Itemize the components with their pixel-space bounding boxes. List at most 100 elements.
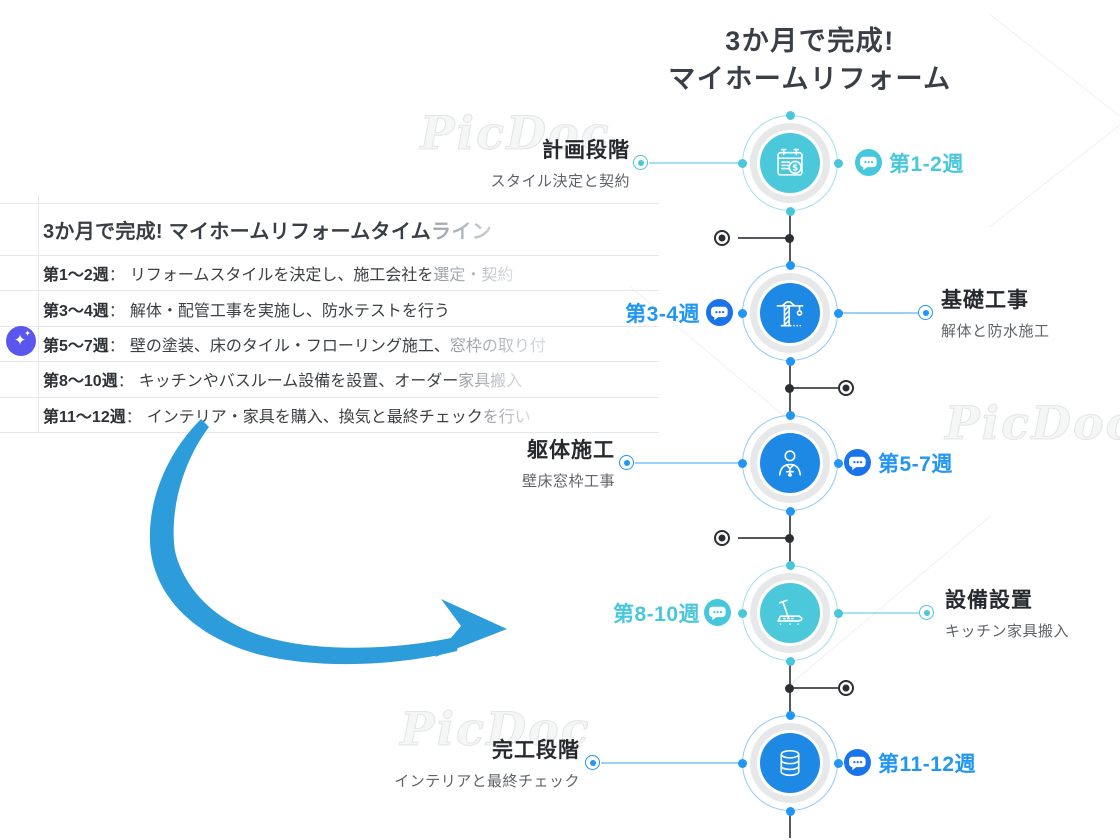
row-separator: ：	[108, 267, 125, 285]
page-title-line2: マイホームリフォーム	[668, 64, 952, 94]
row-text-faded: 家具搬入	[458, 367, 522, 391]
node-dot	[833, 608, 843, 618]
connector-endpoint	[838, 380, 854, 396]
connector-stub	[738, 237, 789, 239]
week-label-3: 第5-7週	[878, 453, 953, 476]
connector-dot	[785, 683, 794, 693]
row-text: キッチンやバスルーム設備を設置、オーダー	[138, 373, 459, 391]
watermark-diagonal-line	[989, 13, 1120, 188]
connector-stub	[791, 687, 838, 689]
panel-gutter-line	[38, 195, 39, 432]
row-week-label: 第1〜2週	[43, 267, 109, 285]
label-connector	[635, 462, 742, 464]
row-text: インテリア・家具を購入、換気と最終チェック	[146, 408, 483, 426]
sparkle-icon: ✦	[13, 331, 27, 349]
timeline-text-panel: 3か月で完成! マイホームリフォームタイムライン 第1〜2週：リフォームスタイル…	[0, 203, 659, 433]
node-dot	[785, 806, 795, 816]
node-dot	[785, 710, 795, 720]
arrow-body	[149, 419, 460, 665]
label-endpoint	[585, 755, 600, 770]
timeline-node-2[interactable]	[737, 260, 843, 366]
site-engineer-icon	[760, 433, 820, 493]
timeline-node-3[interactable]	[737, 410, 843, 516]
node-dot	[785, 506, 795, 516]
stage-desc: 解体と防水施工	[941, 323, 1050, 340]
stage-title: 基礎工事	[941, 289, 1029, 312]
speech-bubble-icon	[706, 299, 733, 326]
node-dot	[785, 110, 795, 120]
page-title: 3か月で完成! マイホームリフォーム	[620, 22, 1000, 98]
stage-desc: スタイル決定と契約	[490, 173, 630, 190]
treadmill-icon	[760, 583, 820, 643]
node-dot	[737, 458, 747, 468]
stage-label-5: 完工段階 インテリアと最終チェック	[280, 734, 580, 791]
row-separator: ：	[125, 408, 142, 426]
label-connector	[649, 162, 742, 164]
connector-endpoint	[714, 530, 730, 546]
speech-bubble-icon	[844, 449, 871, 476]
row-separator: ：	[108, 302, 125, 320]
row-week-label: 第11〜12週	[43, 408, 126, 426]
node-dot	[833, 458, 843, 468]
arrow-head	[435, 599, 507, 657]
label-endpoint	[633, 155, 648, 170]
timeline-text-row: 第3〜4週：解体・配管工事を実施し、防水テストを行う	[0, 291, 659, 327]
curved-arrow[interactable]	[125, 405, 525, 705]
node-dot	[737, 758, 747, 768]
watermark-diagonal-line	[989, 53, 1120, 228]
connector-dot	[785, 233, 794, 243]
speech-bubble-icon	[844, 749, 871, 776]
label-connector	[601, 762, 742, 764]
row-separator: ：	[117, 373, 134, 391]
stage-label-2: 基礎工事 解体と防水施工	[941, 284, 1120, 341]
sparkle-icon: ✦	[24, 329, 31, 338]
picdoc-watermark: PicDoc	[945, 396, 1120, 451]
week-label-2: 第3-4週	[625, 303, 700, 326]
label-endpoint	[919, 605, 934, 620]
panel-title-faded: ライン	[431, 215, 492, 244]
connector-dot	[785, 533, 794, 543]
week-label-4: 第8-10週	[612, 603, 700, 626]
node-dot	[785, 410, 795, 420]
row-text-faded: を行い	[483, 403, 531, 427]
timeline-connector-end	[789, 811, 791, 838]
row-text: 解体・配管工事を実施し、防水テストを行う	[129, 302, 450, 320]
connector-stub	[791, 387, 838, 389]
timeline-text-row: 第1〜2週：リフォームスタイルを決定し、施工会社を選定・契約	[0, 256, 659, 292]
stage-label-3: 躯体施工 壁床窓枠工事	[315, 434, 615, 491]
ai-assistant-button[interactable]: ✦ ✦	[6, 326, 36, 356]
node-dot	[737, 158, 747, 168]
label-connector	[839, 612, 920, 614]
stage-desc: インテリアと最終チェック	[394, 773, 580, 790]
connector-dot	[785, 383, 794, 393]
row-text-faded: 選定・契約	[433, 261, 513, 285]
row-text: リフォームスタイルを決定し、施工会社を	[129, 267, 434, 285]
node-dot	[737, 308, 747, 318]
node-dot	[785, 206, 795, 216]
node-dot	[833, 158, 843, 168]
row-week-label: 第5〜7週	[43, 337, 109, 355]
timeline-node-1[interactable]: $	[737, 110, 843, 216]
stage-desc: キッチン家具搬入	[945, 623, 1070, 640]
label-endpoint	[918, 305, 933, 320]
week-label-1: 第1-2週	[889, 153, 964, 176]
connector-endpoint	[838, 680, 854, 696]
page-title-line1: 3か月で完成!	[725, 26, 895, 56]
label-connector	[839, 312, 919, 314]
stage-label-4: 設備設置 キッチン家具搬入	[945, 584, 1120, 641]
connector-endpoint	[714, 230, 730, 246]
stage-title: 設備設置	[945, 589, 1033, 612]
node-dot	[737, 608, 747, 618]
speech-bubble-icon	[855, 149, 882, 176]
row-text: 壁の塗装、床のタイル・フローリング施工、	[129, 337, 450, 355]
node-dot	[833, 758, 843, 768]
timeline-node-4[interactable]	[737, 560, 843, 666]
timeline-node-5[interactable]	[737, 710, 843, 816]
node-dot	[785, 356, 795, 366]
panel-title-row: 3か月で完成! マイホームリフォームタイムライン	[0, 204, 659, 256]
timeline-text-row: 第8〜10週：キッチンやバスルーム設備を設置、オーダー家具搬入	[0, 362, 659, 398]
panel-title: 3か月で完成! マイホームリフォームタイム	[43, 221, 432, 243]
stage-title: 計画段階	[542, 139, 630, 162]
row-text-faded: 窓枠の取り付	[450, 332, 546, 356]
